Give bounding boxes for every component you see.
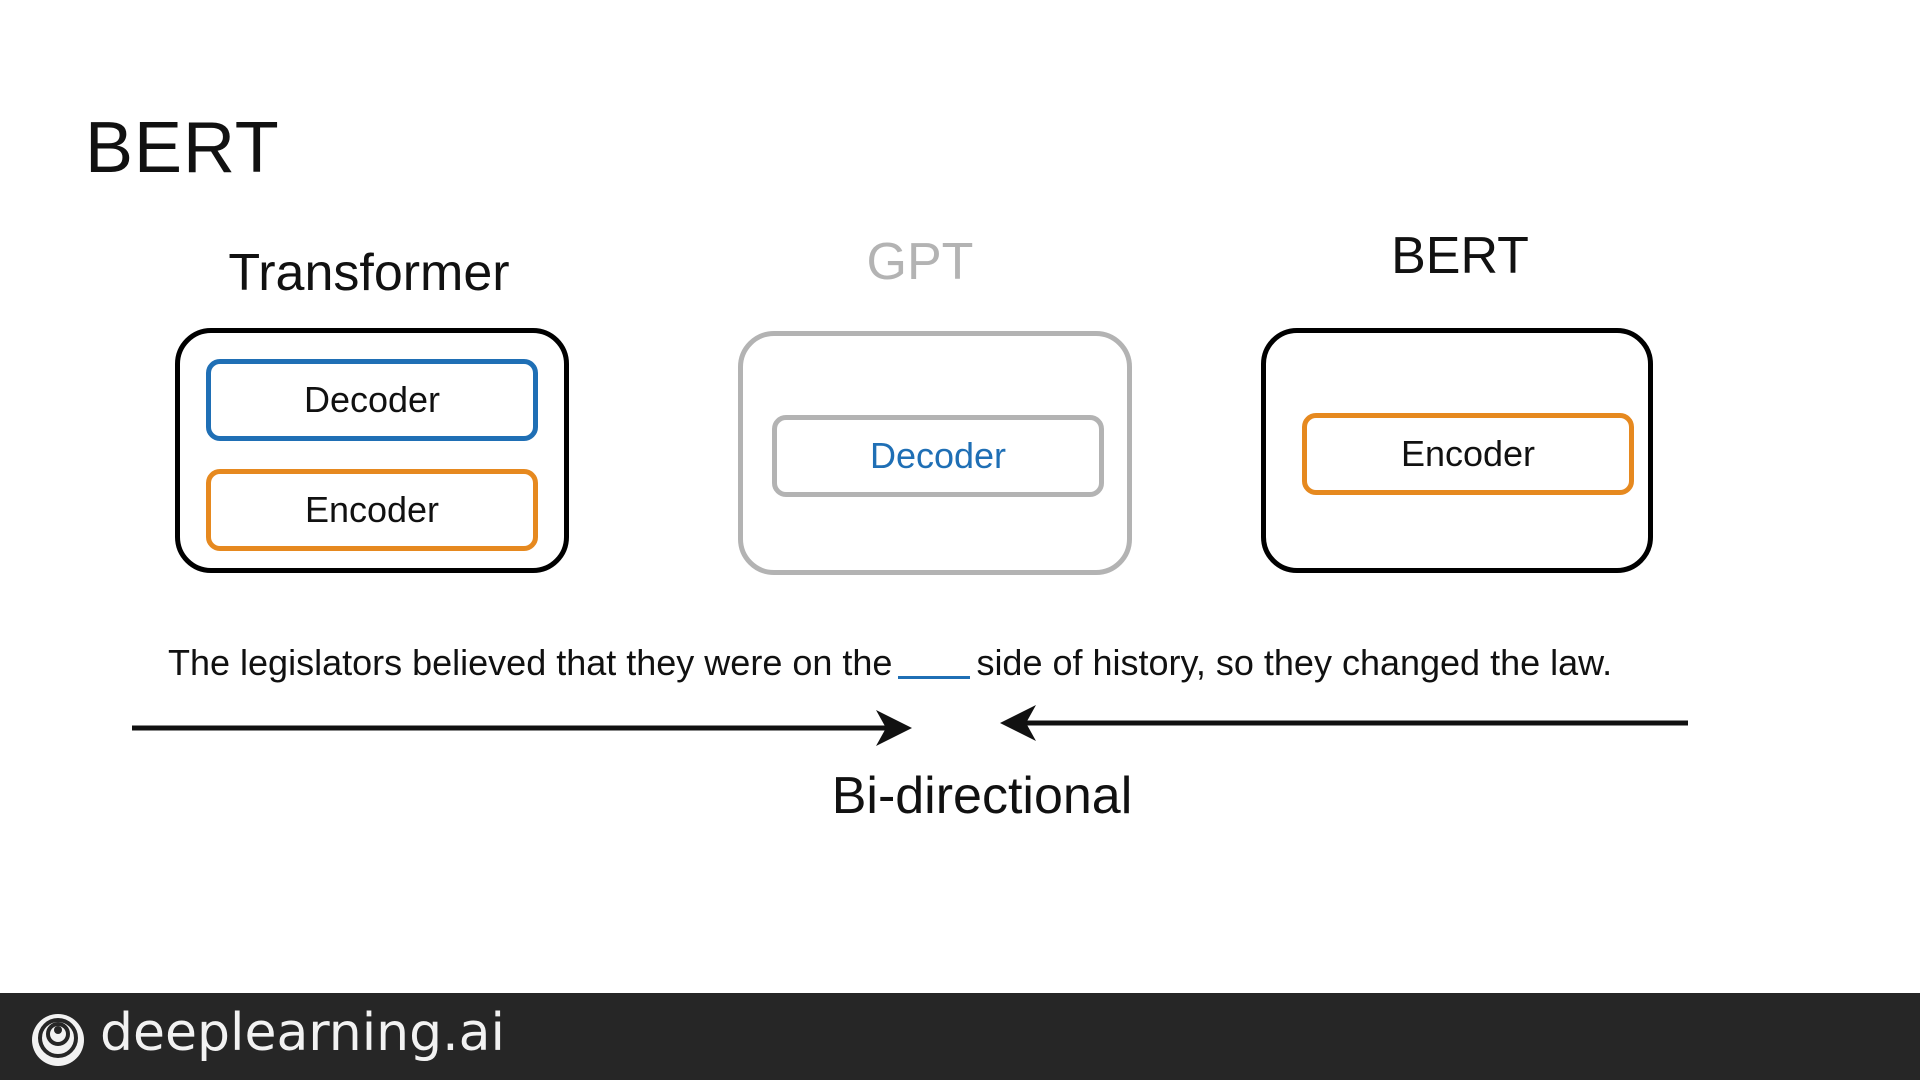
- deeplearning-ai-logo-icon: [32, 1014, 84, 1066]
- bert-box: Encoder: [1261, 328, 1653, 573]
- bidirectional-caption: Bi-directional: [831, 767, 1133, 825]
- sentence-before: The legislators believed that they were …: [168, 642, 893, 683]
- bert-encoder-block: Encoder: [1302, 413, 1634, 495]
- sentence-after: side of history, so they changed the law…: [976, 642, 1613, 683]
- sentence-blank: [898, 675, 971, 679]
- transformer-decoder-block: Decoder: [206, 359, 538, 441]
- slide-title: BERT: [85, 108, 280, 188]
- gpt-title: GPT: [866, 233, 974, 291]
- example-sentence: The legislators believed that they were …: [168, 641, 1612, 684]
- right-to-left-arrow: [1000, 705, 1688, 741]
- transformer-encoder-block: Encoder: [206, 469, 538, 551]
- footer-brand-text: deeplearning.ai: [100, 1003, 505, 1063]
- transformer-title: Transformer: [228, 244, 510, 302]
- left-to-right-arrow: [132, 710, 912, 746]
- gpt-decoder-block: Decoder: [772, 415, 1104, 497]
- bert-title: BERT: [1391, 227, 1529, 285]
- gpt-box: Decoder: [738, 331, 1132, 575]
- transformer-box: Decoder Encoder: [175, 328, 569, 573]
- footer-bar: deeplearning.ai: [0, 993, 1920, 1080]
